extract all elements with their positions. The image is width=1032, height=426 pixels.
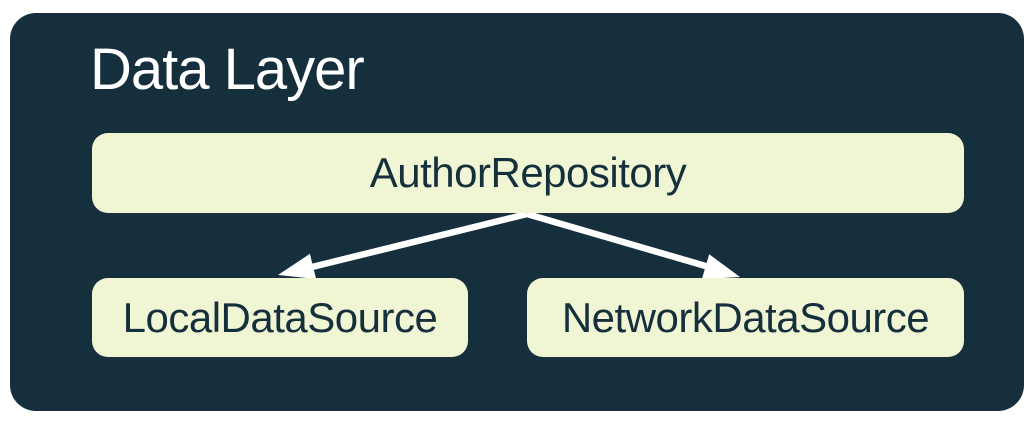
node-local-data-source: LocalDataSource	[92, 278, 468, 357]
arrow-repository-to-local-data-source	[278, 210, 528, 279]
arrow-shaft	[526, 210, 710, 271]
arrow-shaft	[311, 210, 528, 271]
arrowhead-icon	[701, 254, 740, 280]
data-layer-container: Data Layer AuthorRepository LocalDataSou…	[10, 13, 1024, 411]
diagram-title: Data Layer	[90, 37, 365, 102]
node-author-repository: AuthorRepository	[92, 133, 964, 213]
node-network-data-source-label: NetworkDataSource	[561, 293, 930, 341]
arrowhead-icon	[278, 253, 317, 279]
node-local-data-source-label: LocalDataSource	[122, 293, 438, 341]
node-author-repository-label: AuthorRepository	[369, 149, 687, 196]
arrow-repository-to-network-data-source	[526, 210, 740, 280]
node-network-data-source: NetworkDataSource	[527, 278, 964, 357]
